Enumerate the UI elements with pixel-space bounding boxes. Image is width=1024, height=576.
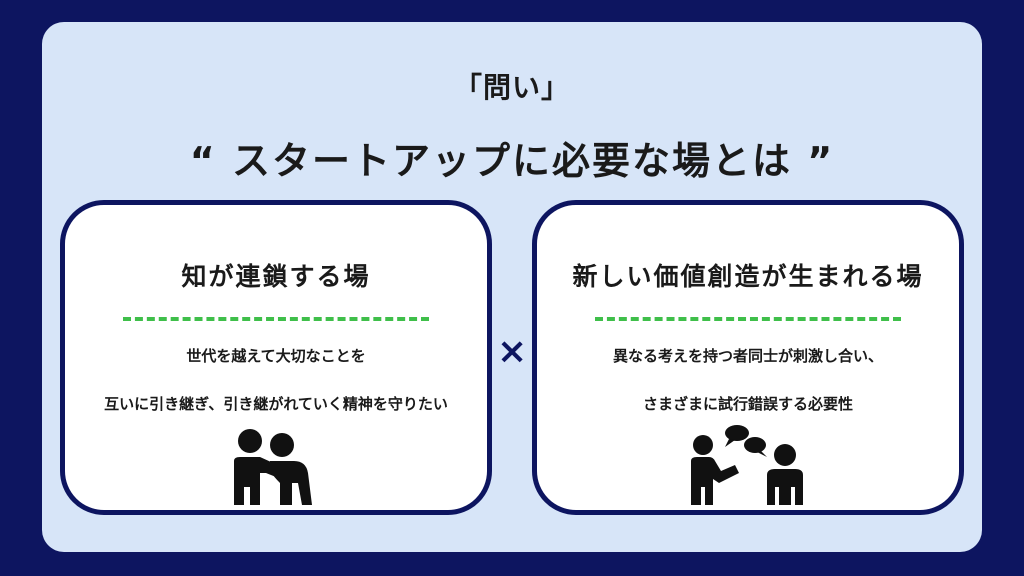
left-card-line-1: 世代を越えて大切なことを [186, 347, 366, 365]
left-card: 知が連鎖する場 世代を越えて大切なことを 互いに引き継ぎ、引き継がれていく精神を… [60, 200, 492, 515]
right-card: 新しい価値創造が生まれる場 異なる考えを持つ者同士が刺激し合い、 さまざまに試行… [532, 200, 964, 515]
two-people-conversation-icon [687, 425, 813, 509]
right-card-divider [595, 317, 901, 321]
cross-symbol: × [497, 331, 528, 372]
slide-panel: 「問い」 “ スタートアップに必要な場とは ” 知が連鎖する場 世代を越えて大切… [42, 22, 982, 552]
main-title: “ スタートアップに必要な場とは ” [189, 139, 835, 183]
header-label: 「問い」 [453, 71, 570, 104]
left-card-line-2: 互いに引き継ぎ、引き継がれていく精神を守りたい [104, 395, 448, 413]
two-people-embrace-icon [230, 425, 312, 509]
left-card-divider [123, 317, 429, 321]
right-card-line-1: 異なる考えを持つ者同士が刺激し合い、 [612, 347, 883, 365]
left-card-title: 知が連鎖する場 [181, 262, 371, 291]
right-card-title: 新しい価値創造が生まれる場 [572, 262, 924, 291]
right-card-line-2: さまざまに試行錯誤する必要性 [642, 395, 853, 413]
